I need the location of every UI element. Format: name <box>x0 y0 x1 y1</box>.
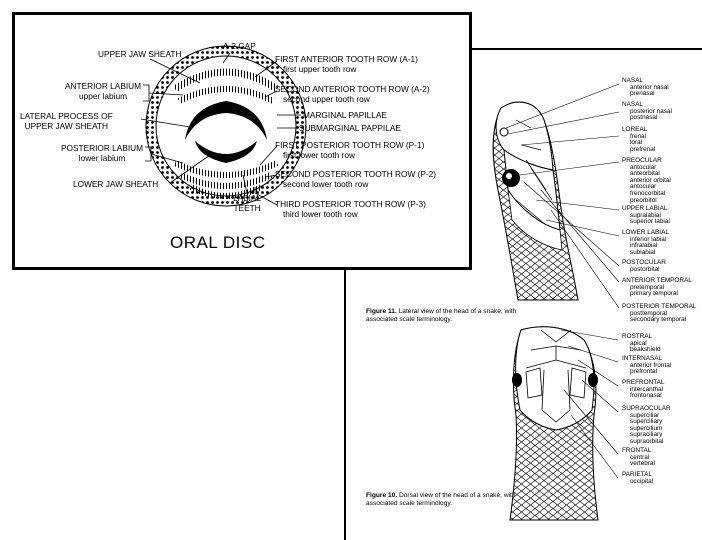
label-marginal-papillae: MARGINAL PAPILLAE <box>303 110 387 120</box>
label-lateral-process: LATERAL PROCESS OF UPPER JAW SHEATH <box>20 111 113 131</box>
figure-10-caption: Figure 10. Dorsal view of the head of a … <box>366 492 536 508</box>
lateral-label-preocular: PREOCULAR antocular anteorbital anterior… <box>622 158 671 204</box>
label-first-anterior-tooth-row: FIRST ANTERIOR TOOTH ROW (A-1) first upp… <box>275 54 418 74</box>
label-upper-jaw-sheath: UPPER JAW SHEATH <box>98 49 181 59</box>
label-a2-gap: A-2 GAP <box>223 41 256 51</box>
oral-disc-figure-page: UPPER JAW SHEATH A-2 GAP FIRST ANTERIOR … <box>12 12 472 270</box>
lateral-label-anterior-temporal: ANTERIOR TEMPORAL pretemporal primary te… <box>622 278 692 298</box>
label-lower-jaw-sheath: LOWER JAW SHEATH <box>73 179 158 189</box>
label-second-anterior-tooth-row: SECOND ANTERIOR TOOTH ROW (A-2) second u… <box>275 84 430 104</box>
dorsal-label-parietal: PARIETAL occipital <box>622 472 653 485</box>
figure-11-caption: Figure 11. Lateral view of the head of a… <box>366 308 536 324</box>
lateral-label-posterior-temporal: POSTERIOR TEMPORAL posttemporal secondar… <box>622 304 696 324</box>
dorsal-label-internasal: INTERNASAL anterior frontal prefrontal <box>622 356 671 376</box>
label-third-posterior-tooth-row: THIRD POSTERIOR TOOTH ROW (P-3) third lo… <box>275 199 426 219</box>
label-second-posterior-tooth-row: SECOND POSTERIOR TOOTH ROW (P-2) second … <box>275 169 436 189</box>
label-labial-teeth: LABIAL TEETH <box>233 193 261 213</box>
lateral-label-lower-labial: LOWER LABIAL inferior labial infralabial… <box>622 230 669 256</box>
dorsal-label-rostral: ROSTRAL apical beakshield <box>622 334 661 354</box>
lateral-label-nasal-posterior: NASAL posterior nasal postnasal <box>622 102 672 122</box>
label-submarginal-papillae: SUBMARGINAL PAPPILAE <box>299 123 401 133</box>
oral-disc-title: ORAL DISC <box>170 233 266 253</box>
label-first-posterior-tooth-row: FIRST POSTERIOR TOOTH ROW (P-1) first lo… <box>275 140 424 160</box>
lateral-label-loreal: LOREAL frenal loral prefrenal <box>622 127 655 153</box>
label-anterior-labium: ANTERIOR LABIUM upper labium <box>65 81 141 101</box>
lateral-label-upper-labial: UPPER LABIAL supralabial superior labial <box>622 206 670 226</box>
lateral-head-drawing <box>493 102 578 300</box>
dorsal-label-frontal: FRONTAL central vertebral <box>622 448 655 468</box>
lateral-label-postocular: POSTOCULAR postorbital <box>622 260 666 273</box>
dorsal-label-supraocular: SUPRAOCULAR superciliar superciliary sup… <box>622 406 671 446</box>
label-posterior-labium: POSTERIOR LABIUM lower labium <box>61 143 143 163</box>
dorsal-label-prefrontal: PREFRONTAL intercanthal frontonasal <box>622 380 665 400</box>
lateral-label-nasal-anterior: NASAL anterior nasal prenasal <box>622 78 669 98</box>
